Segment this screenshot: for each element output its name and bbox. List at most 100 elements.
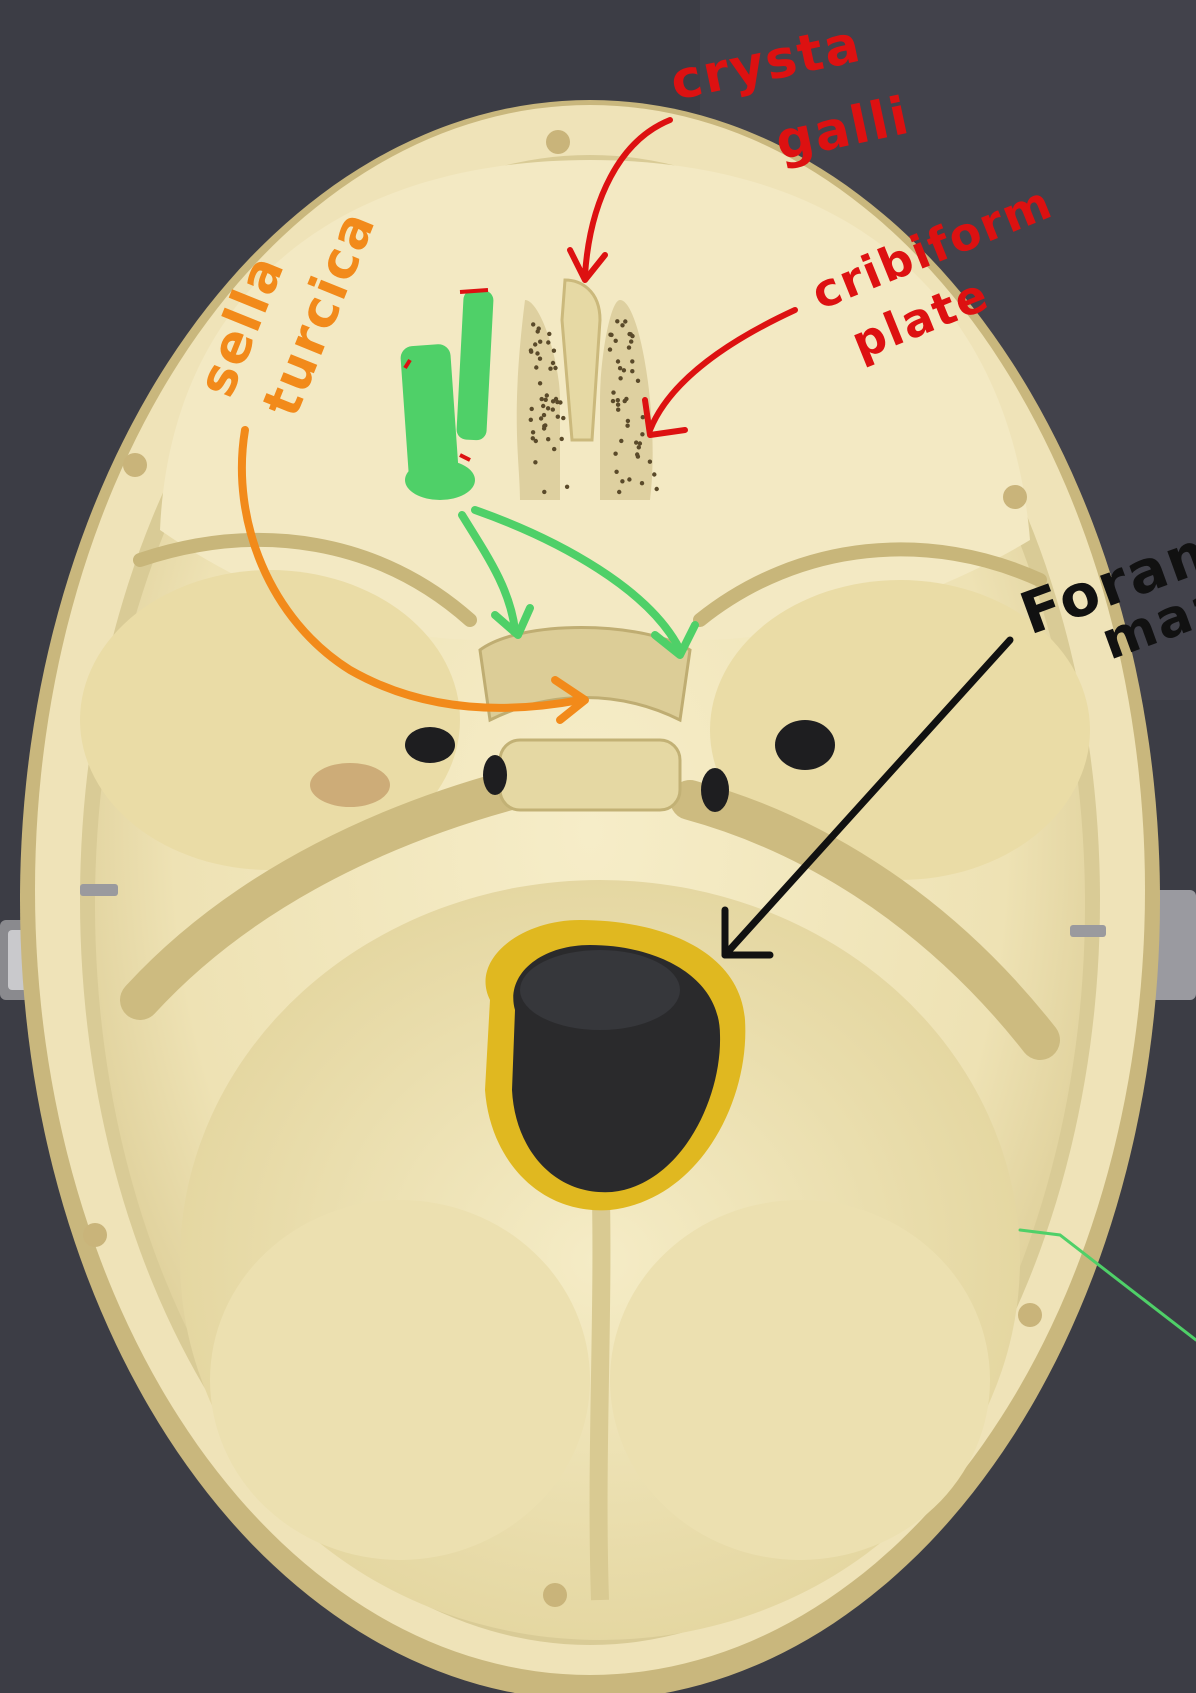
cribriform-foramen-dot [625, 423, 630, 428]
cribriform-foramen-dot [546, 340, 551, 345]
cribriform-foramen-dot [615, 402, 621, 407]
cribriform-foramen-dot [652, 472, 657, 477]
cribriform-foramen-dot [621, 368, 627, 373]
sella-turcica-arrowhead [551, 676, 589, 724]
cerebellar-fossa-left [210, 1200, 590, 1560]
cribriform-foramen-dot [611, 390, 616, 395]
cribriform-foramina [528, 319, 659, 495]
cribriform-foramen-dot [635, 378, 641, 383]
cribriform-foramen-dot [541, 412, 547, 418]
cribriform-foramen-dot [619, 438, 624, 444]
green-scribble [400, 289, 494, 500]
cribiform-arrow [647, 307, 798, 433]
cribriform-foramen-dot [542, 489, 547, 495]
lesser-wing-ridge-right [693, 542, 1047, 627]
cribriform-foramen-dot [547, 331, 552, 337]
green-pointer-line [1018, 1228, 1196, 1342]
cribriform-foramen-dot [534, 365, 539, 370]
metal-clip-right [1150, 890, 1196, 1000]
rim-bump [543, 1583, 567, 1607]
red-scribble-marks [403, 288, 489, 462]
cribriform-foramen-dot [541, 403, 546, 409]
rim-bump [1003, 485, 1027, 509]
green-arrow-right-head [651, 621, 699, 659]
cribriform-foramen-dot [537, 356, 543, 361]
cribriform-foramen-dot [620, 323, 625, 328]
cribriform-foramen-dot [640, 415, 645, 420]
cribriform-foramen-dot [539, 396, 544, 402]
petrous-ridge-left [120, 770, 530, 1020]
cribriform-foramen-dot [636, 445, 641, 450]
cribriform-foramen-dot [544, 393, 549, 398]
foramen-magnum [485, 920, 746, 1211]
petrous-ridge-right [670, 780, 1060, 1060]
cribriform-foramen-dot [553, 365, 558, 371]
cribriform-foramen-dot [615, 359, 621, 364]
occipital-midline [589, 1159, 611, 1601]
screw-right [1070, 925, 1106, 937]
cribriform-foramen-dot [618, 376, 623, 381]
cribriform-foramen-dot [654, 486, 659, 492]
crista-galli [560, 278, 602, 442]
green-arrow-right [471, 506, 684, 654]
cribriform-foramen-dot [550, 407, 555, 412]
cribriform-foramen-dot [533, 460, 538, 465]
cribriform-foramen-dot [552, 446, 557, 452]
foramen-ovale-right [701, 768, 729, 812]
foramen-rotundum-right [775, 720, 835, 770]
green-arrow-left-head [491, 604, 534, 639]
cribriform-foramen-dot [613, 338, 618, 343]
cribriform-foramen-dot [533, 342, 538, 347]
cribriform-foramen-dot [535, 329, 540, 334]
stain-mark [310, 763, 390, 807]
cribriform-plate [516, 300, 653, 500]
cribriform-foramen-dot [546, 437, 551, 442]
cribriform-foramen-dot [647, 459, 653, 464]
foramen-magnum-arrow [721, 636, 1014, 959]
cribriform-foramen-dot [548, 366, 553, 371]
cribriform-foramen-dot [627, 477, 632, 482]
cribriform-foramen-dot [613, 451, 618, 456]
green-arrow-left [458, 511, 519, 634]
cribriform-foramen-dot [622, 398, 627, 404]
cribriform-foramen-dot [629, 339, 634, 344]
cribriform-foramen-dot [530, 436, 535, 441]
cribriform-foramen-dot [607, 347, 613, 352]
rim-bump [1018, 1303, 1042, 1327]
cribriform-foramen-dot [639, 481, 645, 486]
cribriform-foramen-dot [617, 366, 623, 371]
cribriform-foramen-dot [538, 416, 544, 421]
cribriform-foramen-dot [561, 415, 566, 421]
cribriform-foramen-dot [620, 479, 625, 484]
cribriform-foramen-dot [543, 423, 548, 428]
cribriform-foramen-dot [637, 441, 643, 446]
foramen-ovale-left [483, 755, 507, 795]
cribriform-foramen-dot [538, 339, 543, 344]
foramen-magnum-arrowhead [721, 906, 774, 959]
cribriform-foramen-dot [630, 359, 635, 364]
cribriform-foramen-dot [533, 438, 538, 444]
rim-bump [123, 453, 147, 477]
cribriform-foramen-dot [609, 332, 614, 338]
cribriform-foramen-dot [530, 430, 536, 435]
cribriform-foramen-dot [528, 417, 533, 422]
cribriform-foramen-dot [537, 381, 543, 386]
crista-galli-arrow [582, 117, 673, 278]
cribriform-foramen-dot [610, 398, 616, 404]
cribriform-foramen-dot [626, 345, 632, 350]
cribiform-arrowhead [642, 397, 688, 438]
foramen-rotundum-left [405, 727, 455, 763]
cribriform-foramen-dot [634, 440, 639, 445]
cribriform-foramen-dot [623, 319, 628, 324]
lesser-wing-ridge-left [133, 533, 477, 627]
crista-galli-arrowhead [567, 247, 608, 283]
rim-bump [83, 1223, 107, 1247]
cribriform-foramen-dot [535, 351, 540, 356]
cribriform-foramen-dot [551, 348, 557, 353]
cribriform-foramen-dot [555, 414, 560, 419]
cribriform-foramen-dot [558, 400, 563, 405]
cribriform-foramen-dot [531, 322, 536, 327]
sella-turcica-arrow [238, 426, 584, 712]
screw-left [80, 884, 118, 896]
